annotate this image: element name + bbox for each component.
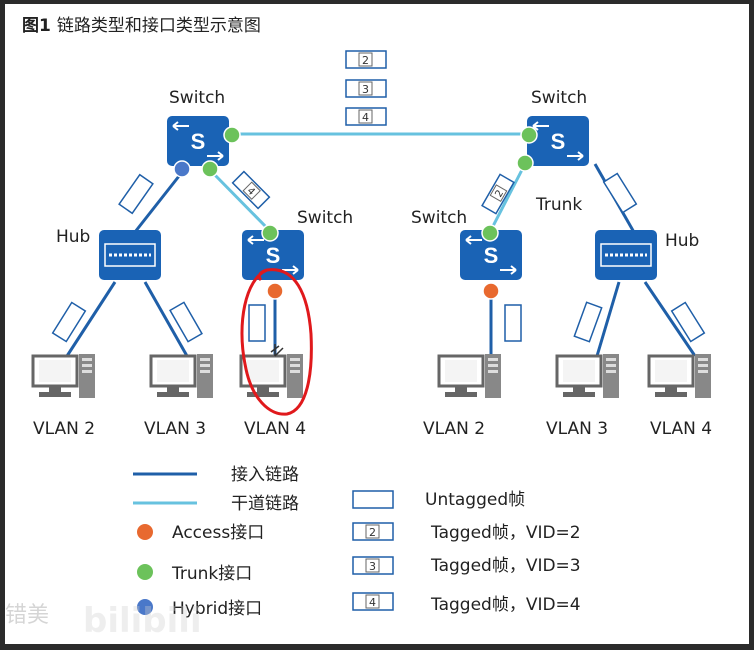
svg-text:2: 2 <box>493 188 506 199</box>
untagged-frame <box>670 301 706 343</box>
trunk-port-icon <box>261 224 279 242</box>
untagged-frame <box>118 173 154 215</box>
svg-text:3: 3 <box>369 560 376 573</box>
pc-vlan3-left <box>149 352 215 400</box>
cursor-icon <box>270 344 284 357</box>
legend-hybrid-port: Hybrid接口 <box>172 599 262 619</box>
pc-vlan2-right <box>437 352 503 400</box>
trunk-label: Trunk <box>535 195 582 215</box>
legend-tagged3-swatch: 3 <box>352 556 394 575</box>
access-link-hub-pc1 <box>65 281 117 357</box>
hub-label: Hub <box>56 227 90 247</box>
legend-access-link: 接入链路 <box>231 465 299 485</box>
trunk-port-icon <box>201 160 219 178</box>
switch-label: Switch <box>531 88 587 108</box>
switch-top-right <box>526 115 590 167</box>
access-port-icon <box>137 524 153 540</box>
access-link-hub-pc6 <box>643 281 697 357</box>
untagged-frame <box>504 304 522 342</box>
svg-text:4: 4 <box>369 596 376 609</box>
vlan-label: VLAN 2 <box>33 419 95 439</box>
vlan-label: VLAN 2 <box>423 419 485 439</box>
legend-tagged3: Tagged帧，VID=3 <box>430 556 581 576</box>
untagged-frame <box>169 301 203 343</box>
vlan-label: VLAN 3 <box>144 419 206 439</box>
trunk-link-right <box>488 163 527 233</box>
red-annotation-circle <box>240 268 313 416</box>
legend: 接入链路 干道链路 Access接口 Trunk接口 Hybrid接口 Unta… <box>133 465 581 619</box>
switch-top-left <box>166 115 230 167</box>
svg-text:2: 2 <box>362 54 369 67</box>
svg-text:3: 3 <box>362 83 369 96</box>
legend-tagged2-swatch: 2 <box>352 522 394 541</box>
legend-tagged4-swatch: 4 <box>352 592 394 611</box>
pc-vlan4-right <box>647 352 713 400</box>
untagged-frame <box>573 301 603 343</box>
hub-left <box>97 228 163 282</box>
pc-vlan4-left <box>239 352 305 400</box>
trunk-port-icon <box>223 126 241 144</box>
svg-text:bilibili: bilibili <box>83 601 202 641</box>
hybrid-link-left-hub <box>133 170 185 233</box>
access-link-hub-pc2 <box>143 281 189 357</box>
untagged-frame <box>248 304 266 342</box>
svg-text:2: 2 <box>369 526 376 539</box>
legend-tagged4: Tagged帧，VID=4 <box>430 595 581 615</box>
legend-trunk-link: 干道链路 <box>231 494 299 514</box>
tagged-frame-4: 4 <box>345 107 387 126</box>
access-port-icon <box>482 282 500 300</box>
pc-vlan2-left <box>31 352 97 400</box>
access-link-hub-pc5 <box>595 281 621 357</box>
hub-right <box>593 228 659 282</box>
svg-text:4: 4 <box>362 111 369 124</box>
bilibili-watermark: 错美 bilibili <box>5 601 202 641</box>
vlan-label: VLAN 4 <box>650 419 712 439</box>
hybrid-port-icon <box>173 160 191 178</box>
switch-label: Switch <box>169 88 225 108</box>
hub-label: Hub <box>665 231 699 251</box>
trunk-port-icon <box>481 224 499 242</box>
legend-untagged-swatch <box>352 490 394 509</box>
legend-untagged: Untagged帧 <box>425 490 525 510</box>
tagged-frame-2: 2 <box>345 50 387 69</box>
legend-access-port: Access接口 <box>172 523 264 543</box>
vlan-label: VLAN 3 <box>546 419 608 439</box>
trunk-port-icon <box>516 154 534 172</box>
tagged-frame-2: 2 <box>481 173 515 215</box>
tagged-frame-4: 4 <box>231 170 271 210</box>
svg-text:错美: 错美 <box>5 603 49 628</box>
switch-label: Switch <box>297 208 353 228</box>
legend-trunk-port: Trunk接口 <box>171 564 252 584</box>
untagged-frame <box>51 301 87 343</box>
tagged-frame-3: 3 <box>345 79 387 98</box>
trunk-port-icon <box>137 564 153 580</box>
pc-vlan3-right <box>555 352 621 400</box>
trunk-port-icon <box>520 126 538 144</box>
vlan-label: VLAN 4 <box>244 419 306 439</box>
legend-tagged2: Tagged帧，VID=2 <box>430 523 581 543</box>
switch-label: Switch <box>411 208 467 228</box>
untagged-frame <box>602 172 638 214</box>
trunk-link-left <box>209 169 275 236</box>
hybrid-port-icon <box>137 599 153 615</box>
access-port-icon <box>266 282 284 300</box>
